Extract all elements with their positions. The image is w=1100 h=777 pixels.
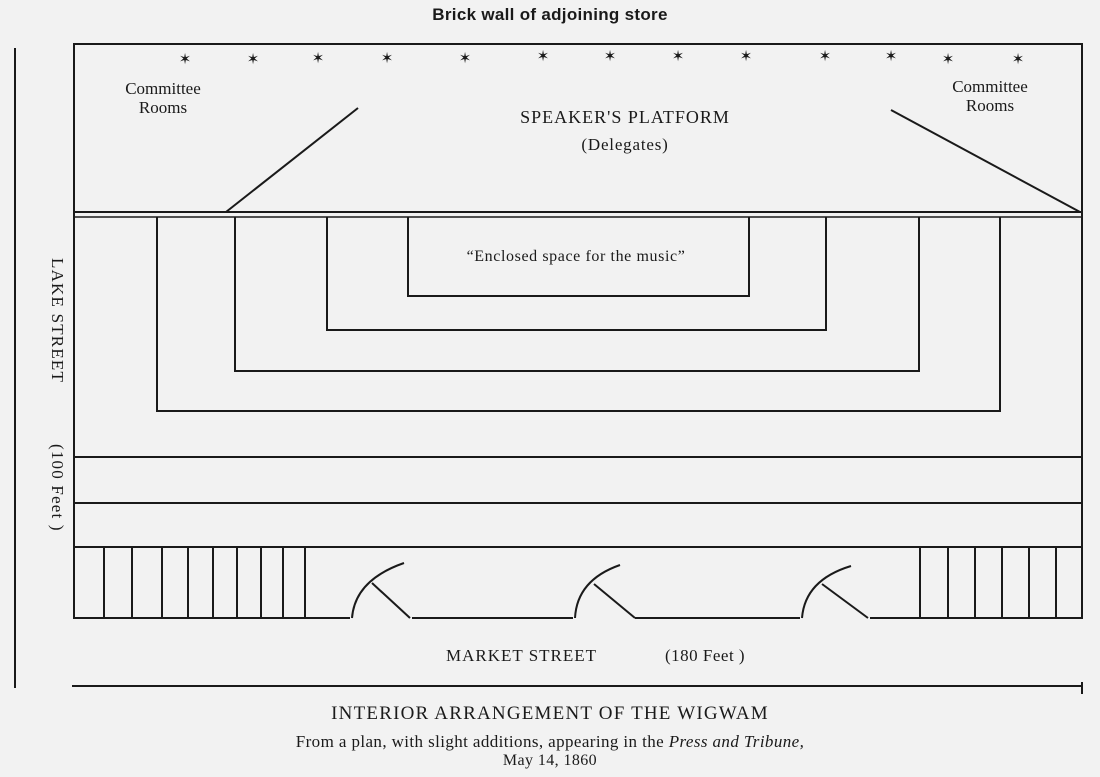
right-stall-block: [919, 547, 1057, 618]
tier-outer: [156, 217, 1001, 412]
music-enclosure: [407, 217, 750, 297]
committee-rooms-right-text: Committee Rooms: [952, 77, 1028, 115]
committee-rooms-left-text: Committee Rooms: [125, 79, 201, 117]
left-room-divider: [225, 107, 359, 213]
door-gap-2: [573, 612, 635, 624]
door-3: [801, 565, 869, 619]
music-enclosure-label: “Enclosed space for the music”: [466, 248, 686, 265]
lake-street-name: LAKE STREET: [48, 258, 67, 384]
platform-marker-star: ✶: [246, 50, 260, 68]
delegates-label: (Delegates): [581, 135, 669, 154]
left-stall-block: [73, 547, 306, 618]
platform-marker-star: ✶: [671, 47, 685, 65]
caption-title: INTERIOR ARRANGEMENT OF THE WIGWAM: [331, 703, 769, 724]
platform-marker-star: ✶: [536, 47, 550, 65]
lake-street-label: LAKE STREET (100 Feet ): [44, 258, 67, 548]
door-2: [574, 564, 636, 619]
platform-marker-star: ✶: [458, 49, 472, 67]
platform-marker-star: ✶: [941, 50, 955, 68]
caption-source: From a plan, with slight additions, appe…: [0, 732, 1100, 752]
platform-marker-star: ✶: [603, 47, 617, 65]
lake-street-length: (100 Feet ): [48, 444, 67, 532]
tier-second: [234, 217, 920, 372]
door-1: [351, 562, 411, 619]
committee-rooms-right-label: Committee Rooms: [935, 77, 1045, 115]
platform-marker-star: ✶: [311, 49, 325, 67]
tier-third: [326, 217, 827, 331]
market-street-length: (180 Feet ): [665, 646, 746, 665]
right-room-divider: [890, 109, 1081, 213]
adjoining-store-label: Brick wall of adjoining store: [432, 5, 668, 24]
caption-date: May 14, 1860: [502, 752, 598, 769]
platform-marker-star: ✶: [1011, 50, 1025, 68]
speakers-platform-label: SPEAKER'S PLATFORM: [520, 107, 730, 127]
platform-marker-star: ✶: [884, 47, 898, 65]
caption-source-text: From a plan, with slight additions, appe…: [295, 732, 669, 751]
market-street-name: MARKET STREET: [446, 646, 598, 665]
platform-marker-star: ✶: [739, 47, 753, 65]
caption-source-publication: Press and Tribune,: [668, 732, 805, 751]
committee-rooms-left-label: Committee Rooms: [108, 79, 218, 117]
platform-marker-star: ✶: [818, 47, 832, 65]
door-gap-1: [350, 612, 412, 624]
platform-marker-star: ✶: [380, 49, 394, 67]
platform-marker-star: ✶: [178, 50, 192, 68]
door-gap-3: [800, 612, 870, 624]
